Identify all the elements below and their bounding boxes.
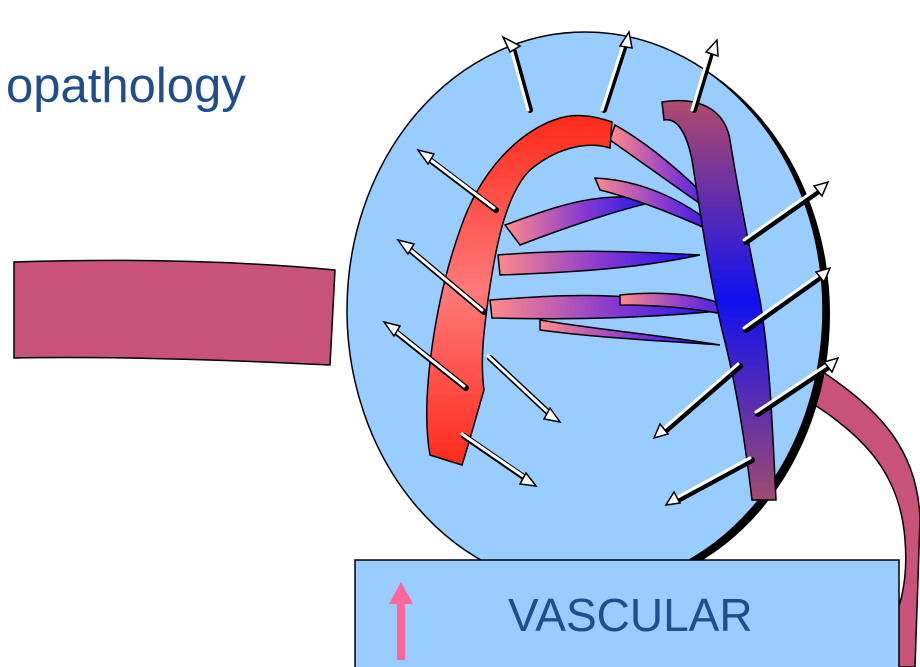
vascular-label: VASCULAR (508, 588, 753, 642)
tissue-band-left (14, 260, 335, 365)
